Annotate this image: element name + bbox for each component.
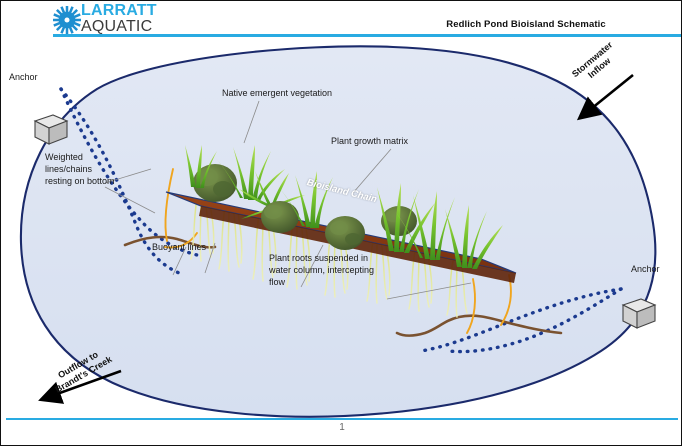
bioisland-schematic xyxy=(19,45,657,418)
label-anchor-left: Anchor xyxy=(9,72,38,82)
shrub-cluster xyxy=(325,216,365,250)
page-title: Redlich Pond Bioisland Schematic xyxy=(446,19,606,30)
label-anchor-right: Anchor xyxy=(631,264,660,274)
logo-line-1: LARRATT xyxy=(81,2,157,19)
shrub-cluster xyxy=(193,164,237,202)
weighted-chain-right xyxy=(419,287,623,354)
label-plant-roots: Plant roots suspended in water column, i… xyxy=(269,253,375,287)
page-number: 1 xyxy=(339,422,345,433)
leader-lines xyxy=(104,100,472,300)
starburst-icon xyxy=(53,6,81,34)
header-divider xyxy=(53,34,681,37)
flow-arrows xyxy=(38,73,634,404)
outflow-arrow xyxy=(38,369,122,404)
grass-tuft xyxy=(395,191,455,260)
company-logo: LARRATT AQUATIC xyxy=(53,3,165,37)
footer-divider xyxy=(6,418,678,420)
anchor-left xyxy=(33,114,69,145)
weighted-lines-bottom xyxy=(123,235,563,337)
stormwater-arrow xyxy=(576,73,634,121)
emergent-vegetation xyxy=(185,145,503,269)
label-plant-growth-matrix: Plant growth matrix xyxy=(331,136,409,146)
label-buoyant-lines: Buoyant lines xyxy=(152,242,207,252)
page-header: LARRATT AQUATIC Redlich Pond Bioisland S… xyxy=(1,1,681,41)
grass-tuft xyxy=(377,183,435,253)
shrub-cluster xyxy=(261,201,299,233)
logo-wordmark: LARRATT AQUATIC xyxy=(81,3,157,36)
grass-tuft xyxy=(277,171,333,228)
anchor-right xyxy=(621,298,657,329)
label-native-vegetation: Native emergent vegetation xyxy=(222,88,333,98)
logo-line-2: AQUATIC xyxy=(81,18,153,35)
grass-tuft xyxy=(445,205,503,269)
rosette-plant xyxy=(239,171,305,219)
grass-tuft xyxy=(185,145,217,188)
label-weighted-lines: Weighted lines/chains resting on bottom xyxy=(45,152,115,186)
